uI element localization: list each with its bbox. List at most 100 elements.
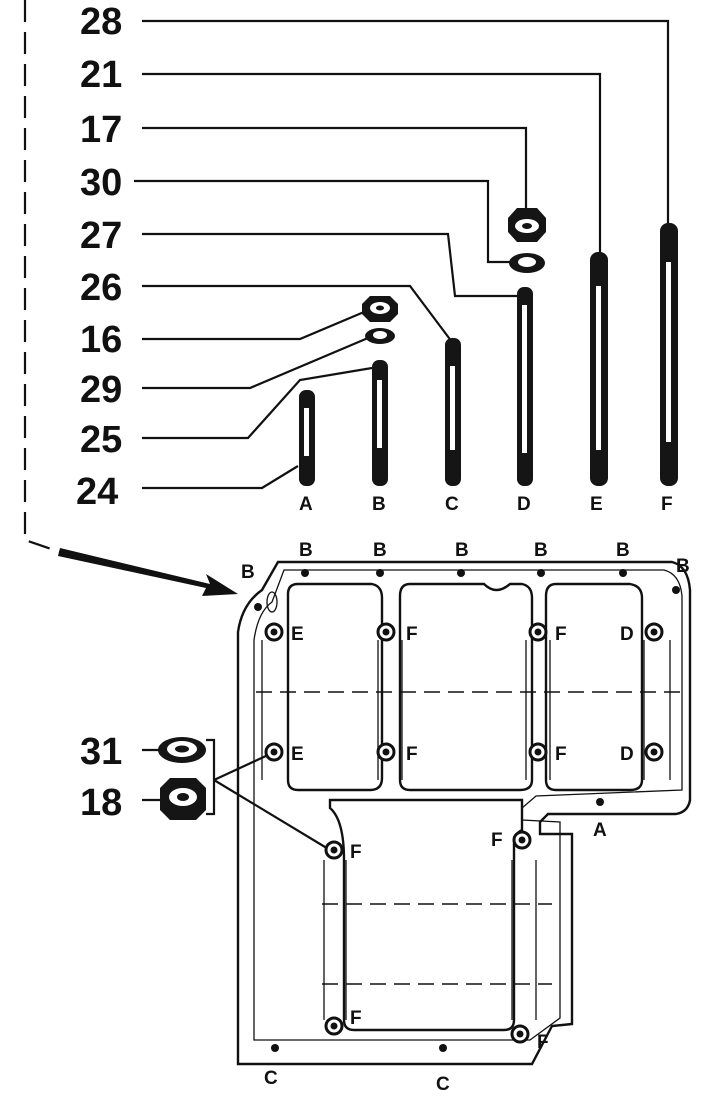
callout-31: 31 — [80, 731, 122, 773]
rib-lower-left — [323, 860, 347, 1020]
plate-letter-b6: B — [241, 562, 255, 583]
hole-b1 — [301, 569, 309, 577]
window-right — [544, 582, 644, 792]
bolt-hole-f-bottom-right — [510, 1024, 530, 1044]
leader-bracket-to-E — [213, 754, 269, 781]
stud-A-icon — [299, 390, 315, 486]
hole-b3 — [457, 569, 465, 577]
rib-lower-right — [511, 860, 537, 1020]
leader-16 — [142, 310, 365, 341]
bolt-hole-e-lower — [264, 742, 284, 762]
leader-27 — [142, 232, 520, 298]
leader-bracket-to-F — [213, 779, 331, 851]
stud-C-icon — [445, 338, 461, 486]
plate-letter-f3: F — [406, 744, 418, 765]
plate-letter-f1: F — [406, 624, 418, 645]
bolt-hole-f-mid-right — [512, 830, 532, 850]
bolt-hole-f-upper-1 — [376, 622, 396, 642]
hole-b5 — [619, 569, 627, 577]
cover-plate — [236, 560, 692, 1066]
bracket-31-18 — [206, 738, 216, 816]
bolt-hole-d-lower — [644, 742, 664, 762]
stud-letter-c: C — [445, 494, 459, 515]
plate-letter-b7: B — [676, 556, 690, 577]
bolt-hole-f-mid-left — [324, 840, 344, 860]
leader-30 — [134, 179, 512, 264]
plate-letter-e1: E — [291, 624, 304, 645]
plate-letter-c1: C — [264, 1068, 278, 1089]
stud-letter-f: F — [661, 494, 673, 515]
leader-21 — [142, 72, 602, 255]
plate-letter-f7: F — [350, 1008, 362, 1029]
plate-letter-b5: B — [616, 540, 630, 561]
callout-24: 24 — [76, 471, 118, 513]
plate-letter-d1: D — [620, 624, 634, 645]
washer-30-icon — [509, 253, 545, 273]
plate-letter-b1: B — [299, 540, 313, 561]
callout-16: 16 — [80, 319, 122, 361]
hole-a — [596, 798, 604, 806]
rib-right — [643, 640, 671, 780]
hole-b2 — [376, 569, 384, 577]
window-left — [286, 582, 384, 792]
bolt-hole-f-lower-2 — [528, 742, 548, 762]
leader-28 — [142, 19, 670, 225]
plate-letter-f4: F — [555, 744, 567, 765]
bolt-hole-f-lower-1 — [376, 742, 396, 762]
hole-b6 — [672, 586, 680, 594]
stud-letter-b: B — [372, 494, 386, 515]
callout-21: 21 — [80, 54, 122, 96]
stud-F-icon — [660, 223, 678, 486]
nut-16-icon — [362, 296, 398, 322]
plate-letter-f2: F — [555, 624, 567, 645]
plate-letter-c2: C — [436, 1074, 450, 1095]
plate-letter-b2: B — [373, 540, 387, 561]
washer-29-icon — [365, 328, 395, 344]
plate-letter-b3: B — [455, 540, 469, 561]
plate-letter-b4: B — [534, 540, 548, 561]
bolt-hole-d-upper — [644, 622, 664, 642]
leader-17 — [142, 126, 528, 212]
callout-18: 18 — [80, 782, 122, 824]
leader-25 — [142, 366, 373, 440]
plate-letter-f5: F — [350, 842, 362, 863]
plate-letter-f8: F — [537, 1032, 549, 1053]
callout-28: 28 — [80, 1, 122, 43]
stud-letter-e: E — [590, 494, 603, 515]
hole-b4 — [537, 569, 545, 577]
plate-inner-outline — [253, 569, 683, 1041]
pointer-arrow — [58, 548, 238, 596]
plate-letter-a: A — [593, 820, 607, 841]
nut-18-icon — [160, 778, 206, 820]
dashed-pointer-line — [23, 0, 61, 554]
hole-c2 — [439, 1044, 447, 1052]
bolt-hole-f-upper-2 — [528, 622, 548, 642]
leader-29 — [142, 336, 369, 390]
callout-26: 26 — [80, 267, 122, 309]
hole-c1 — [271, 1044, 279, 1052]
nut-17-icon — [508, 208, 546, 242]
stud-letter-d: D — [517, 494, 531, 515]
leader-26 — [142, 284, 453, 343]
bolt-hole-e-upper — [264, 622, 284, 642]
window-center — [398, 582, 534, 792]
plate-letter-e2: E — [291, 744, 304, 765]
stud-B-icon — [372, 360, 388, 486]
callout-25: 25 — [80, 419, 122, 461]
stud-letter-a: A — [299, 494, 313, 515]
rib-left — [261, 640, 289, 780]
hole-b7-ring — [266, 591, 278, 613]
rib-center-right — [525, 640, 551, 780]
leader-24 — [142, 465, 299, 490]
callout-17: 17 — [80, 109, 122, 151]
callout-30: 30 — [80, 162, 122, 204]
stud-E-icon — [590, 252, 608, 486]
hole-b7 — [254, 603, 262, 611]
callout-27: 27 — [80, 215, 122, 257]
plate-outline — [236, 560, 692, 1066]
callout-29: 29 — [80, 369, 122, 411]
bolt-hole-f-bottom-left — [324, 1016, 344, 1036]
plate-letter-d2: D — [620, 744, 634, 765]
